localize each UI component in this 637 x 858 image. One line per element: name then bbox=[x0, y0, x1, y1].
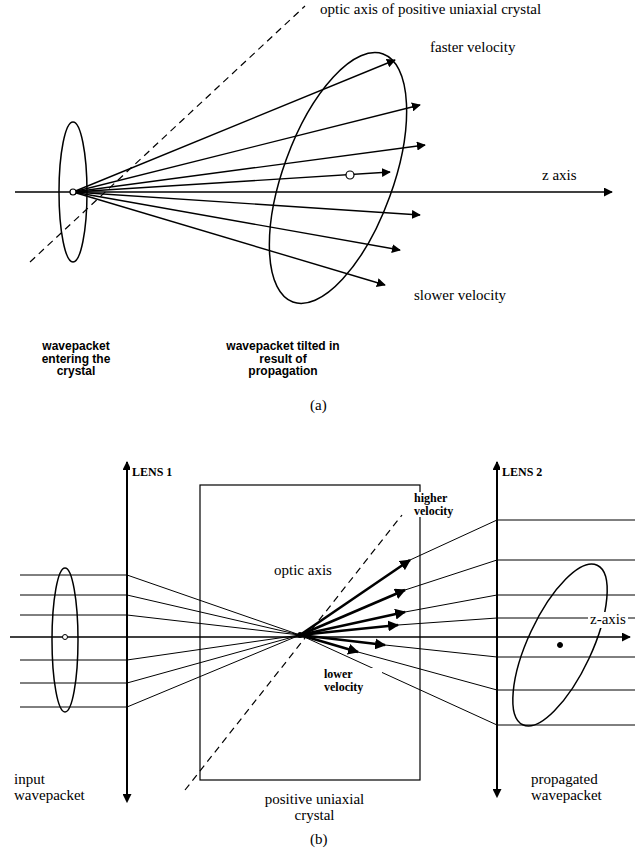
axis-label: z-axis bbox=[588, 612, 628, 628]
input-wavepacket bbox=[52, 568, 78, 712]
optic-axis bbox=[185, 515, 402, 790]
optic-axis bbox=[30, 6, 305, 262]
crystal-label: positive uniaxial crystal bbox=[250, 792, 379, 824]
optic-axis-label: optic axis of positive uniaxial crystal bbox=[318, 2, 543, 18]
wavepacket-tilted bbox=[241, 35, 435, 321]
z-axis bbox=[15, 191, 612, 192]
input-rays bbox=[20, 575, 300, 707]
velocity-label: higher velocity bbox=[412, 492, 474, 517]
axis-label: z axis bbox=[540, 168, 579, 184]
centre-point bbox=[346, 171, 354, 179]
output-rays bbox=[300, 520, 635, 725]
crystal bbox=[200, 485, 420, 780]
part-a bbox=[15, 6, 612, 321]
velocity-label: faster velocity bbox=[428, 40, 517, 56]
part-label: (a) bbox=[308, 398, 329, 414]
optic-axis-label: optic axis bbox=[272, 563, 334, 579]
velocity-label: slower velocity bbox=[412, 288, 508, 304]
lens-label: LENS 1 bbox=[130, 466, 174, 479]
lens-1 bbox=[126, 462, 128, 795]
velocity-label: lower velocity bbox=[322, 668, 382, 693]
wavepacket-label: propagated wavepacket bbox=[529, 772, 633, 804]
lens-label: LENS 2 bbox=[500, 466, 544, 479]
wavepacket-caption: wavepacket entering the crystal bbox=[28, 340, 124, 378]
velocity-rays bbox=[73, 60, 425, 285]
part-b bbox=[10, 462, 635, 795]
propagated-wavepacket bbox=[494, 552, 626, 739]
lens-2 bbox=[496, 462, 498, 790]
wavepacket-caption: wavepacket tilted in result of propagati… bbox=[222, 340, 344, 378]
part-label: (b) bbox=[308, 832, 330, 848]
wavepacket-label: input wavepacket bbox=[12, 772, 106, 804]
